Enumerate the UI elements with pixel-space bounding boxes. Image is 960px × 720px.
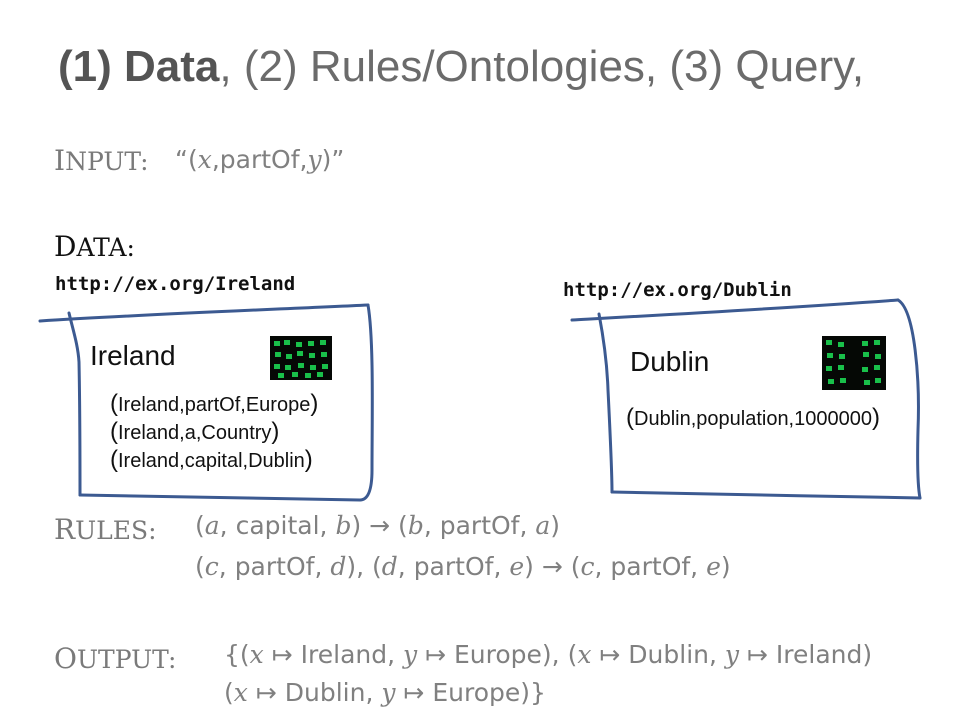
output-line-2: (x ↦ Dublin, y ↦ Europe)} (224, 678, 546, 707)
ireland-box-title: Ireland (90, 340, 176, 371)
rule-2: (c, partOf, d), (d, partOf, e) → (c, par… (195, 552, 731, 581)
dublin-box-title: Dublin (630, 346, 710, 377)
output-line-1: {(x ↦ Ireland, y ↦ Europe), (x ↦ Dublin,… (224, 640, 873, 669)
dublin-triple-1: (Dublin,population,1000000) (626, 404, 880, 431)
input-pattern: “(x,partOf,y)” (175, 145, 345, 174)
output-label: OUTPUT: (54, 642, 177, 675)
rules-label: RULES: (54, 513, 157, 546)
title-part1-word: Data (124, 42, 220, 91)
rule-1: (a, capital, b) → (b, partOf, a) (195, 511, 561, 540)
input-label: INPUT: (54, 144, 149, 177)
slide-title: (1) Data, (2) Rules/Ontologies, (3) Quer… (58, 42, 864, 92)
ireland-triple-1: (Ireland,partOf,Europe) (110, 390, 319, 417)
ireland-thumbnail-image (270, 336, 332, 380)
ireland-url: http://ex.org/Ireland (55, 273, 296, 295)
title-part1-num: (1) (58, 42, 112, 91)
title-rest: , (2) Rules/Ontologies, (3) Query, (219, 42, 865, 91)
ireland-triple-3: (Ireland,capital,Dublin) (110, 446, 313, 473)
dublin-url: http://ex.org/Dublin (563, 279, 792, 301)
data-label: DATA: (54, 230, 135, 263)
ireland-triple-2: (Ireland,a,Country) (110, 418, 280, 445)
dublin-thumbnail-image (822, 336, 886, 390)
